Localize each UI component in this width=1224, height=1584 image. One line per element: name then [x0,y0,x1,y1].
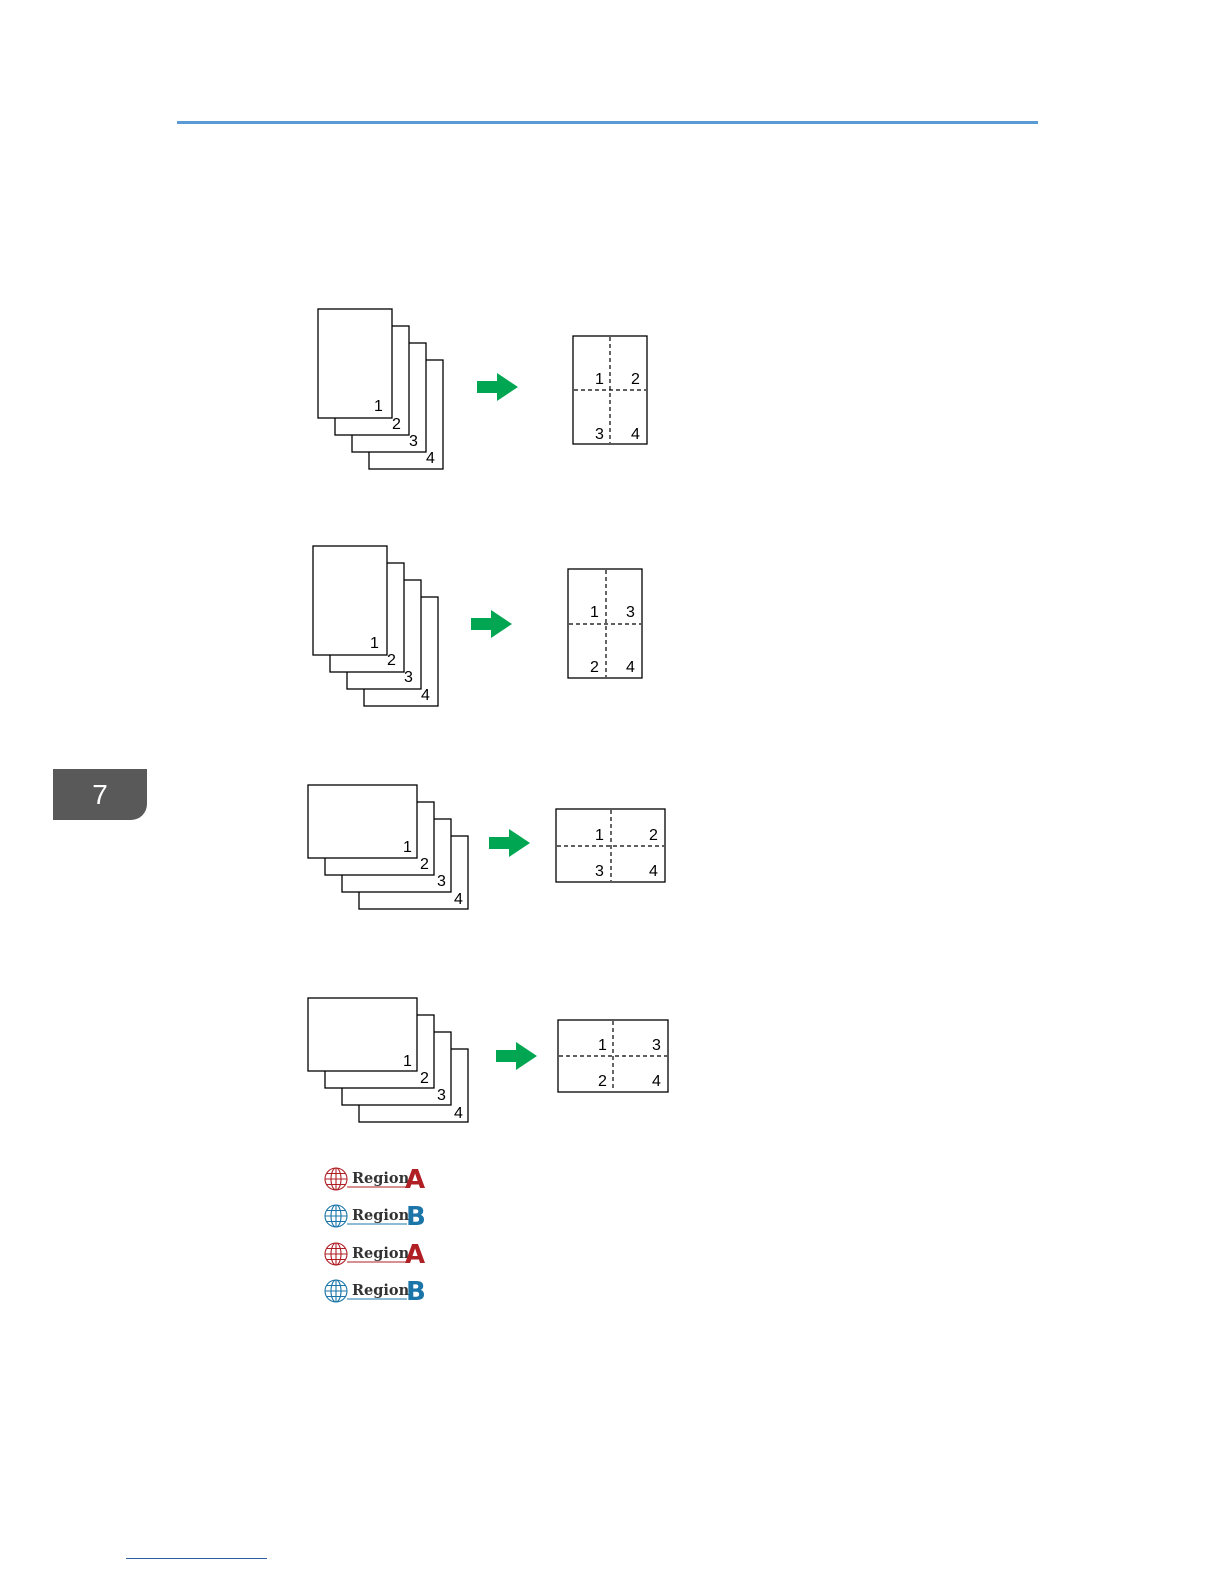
sheet-label-bottom-left: 2 [598,1073,607,1090]
region-label-a: Region A [323,1241,433,1265]
region-word: Region [352,1282,410,1299]
globe-icon [325,1168,347,1190]
region-letter: A [405,1241,425,1267]
region-word: Region [352,1207,410,1224]
stack-label-1: 1 [403,1053,412,1070]
region-label-a: Region A [323,1166,433,1190]
region-letter: A [405,1166,425,1192]
region-label-b: Region B [323,1278,433,1302]
region-b-badge: Region B [323,1203,433,1229]
original-stack: 1 2 3 4 [308,998,468,1122]
region-a-badge: Region A [323,1241,433,1267]
sheet-label-top-right: 3 [652,1037,661,1054]
globe-icon [325,1205,347,1227]
stack-label-4: 4 [454,1105,463,1122]
region-word: Region [352,1170,410,1187]
region-label-b: Region B [323,1203,433,1227]
globe-icon [325,1243,347,1265]
globe-icon [325,1280,347,1302]
region-letter: B [406,1203,426,1229]
region-word: Region [352,1245,410,1262]
stack-label-3: 3 [437,1087,446,1104]
region-b-badge: Region B [323,1278,433,1304]
stack-page-1 [308,998,417,1071]
right-arrow-icon [496,1042,537,1070]
region-a-badge: Region A [323,1166,433,1192]
sheet-label-top-left: 1 [598,1037,607,1054]
region-letter: B [406,1278,426,1304]
sheet-label-bottom-right: 4 [652,1073,661,1090]
footer-rule [126,1558,267,1559]
combined-sheet: 1 3 2 4 [558,1020,668,1092]
stack-label-2: 2 [420,1070,429,1087]
